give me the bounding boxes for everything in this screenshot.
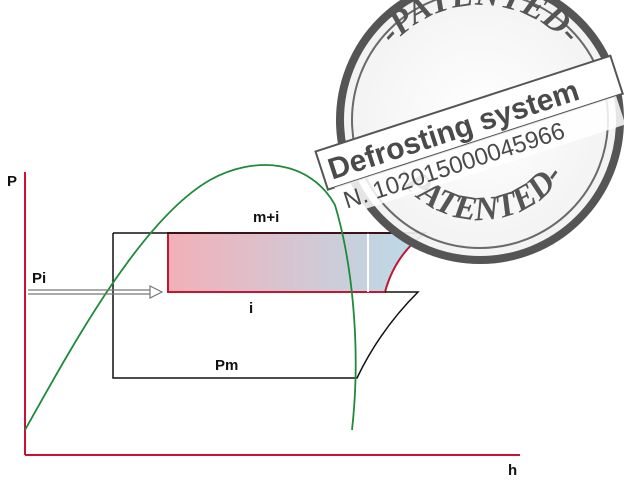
saturation-dome <box>24 164 357 431</box>
axis-x-label: h <box>508 462 517 479</box>
cycle-outline <box>112 232 425 379</box>
pi-arrow <box>28 285 164 299</box>
label-m-plus-i: m+i <box>253 209 279 226</box>
label-pi: Pi <box>32 270 46 287</box>
label-pm: Pm <box>215 357 238 374</box>
label-i: i <box>249 300 253 317</box>
axis-y-label: P <box>7 173 17 190</box>
highlight-region <box>167 232 429 293</box>
patent-stamp: -PATENTED- -PATENTED- Defrosting system … <box>314 0 625 264</box>
